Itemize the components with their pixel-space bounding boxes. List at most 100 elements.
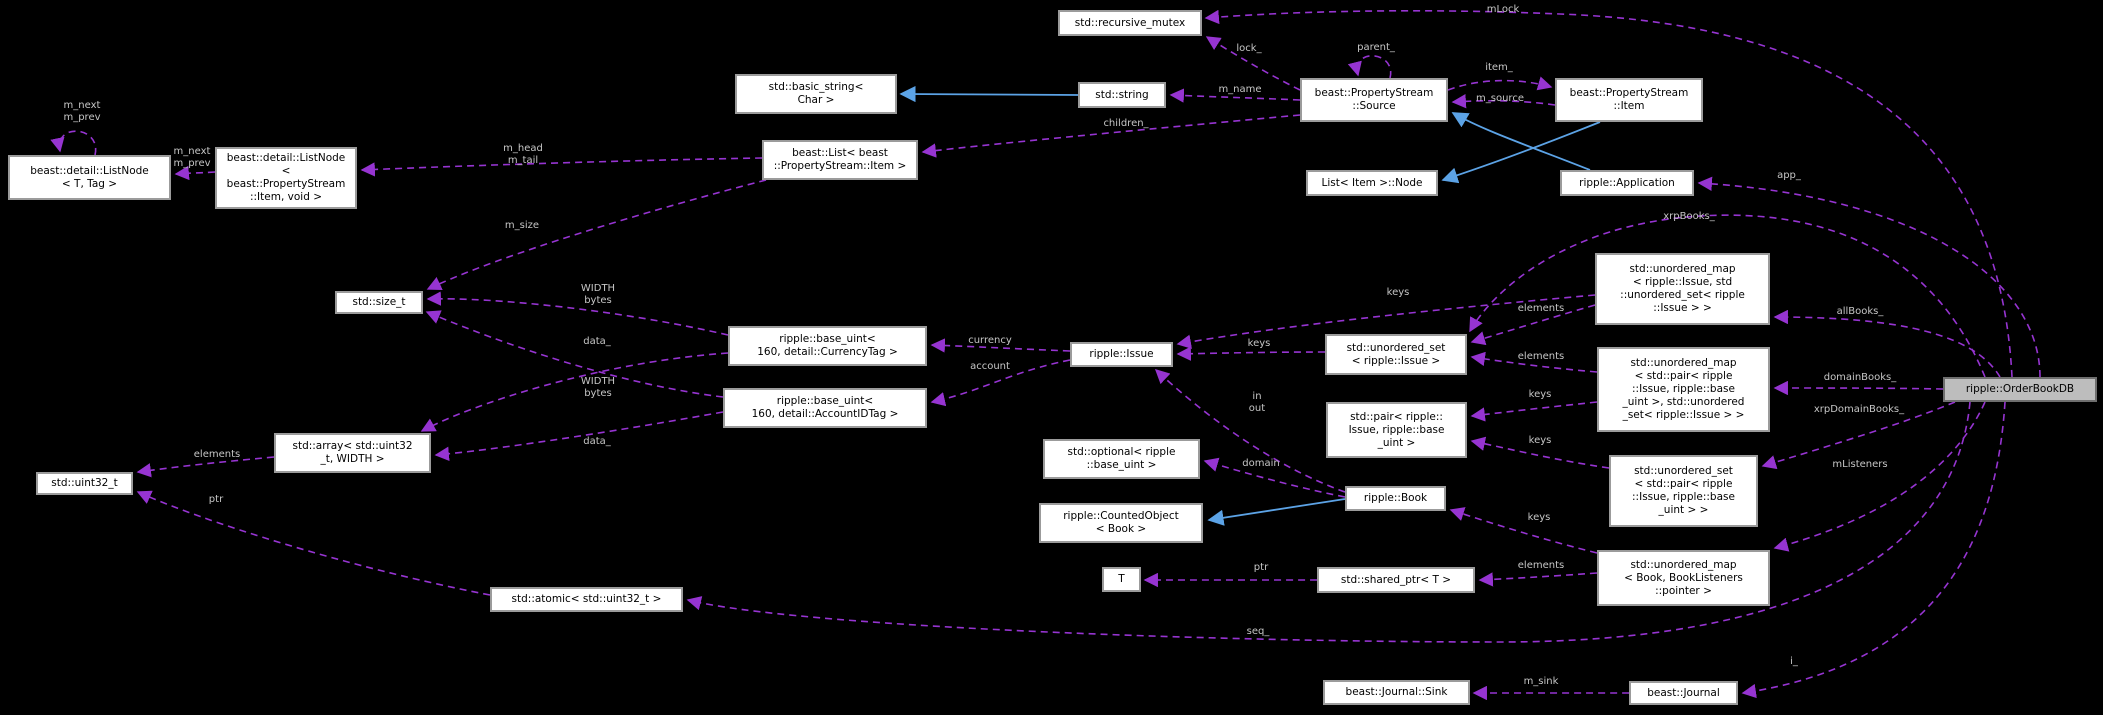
edge-keys-set-issue [1176,346,1326,361]
edge-domain [1203,457,1346,498]
edge-data-2 [434,411,724,462]
edge-m-source [1451,94,1556,109]
node-list-item-node[interactable]: List< Item >::Node [1306,170,1438,196]
edge-item [1447,76,1553,91]
node-array[interactable]: std::array< std::uint32 _t, WIDTH > [274,433,431,473]
node-unordered-map-book-listeners[interactable]: std::unordered_map < Book, BookListeners… [1597,550,1770,606]
edge-currency [930,338,1071,353]
edge-width-2 [425,310,724,398]
node-unordered-map-issue-set[interactable]: std::unordered_map < ripple::Issue, std … [1595,253,1770,325]
edge-inherit-application [1451,112,1591,171]
node-journal[interactable]: beast::Journal [1629,681,1738,705]
edge-label-item: item_ [1485,62,1513,73]
edge-parent-selfloop [1347,55,1392,79]
edge-i [1741,401,2006,699]
edge-allbooks [1773,309,2001,378]
edge-label-xrpbooks: xrpBooks_ [1663,211,1715,222]
node-unordered-set-issue[interactable]: std::unordered_set < ripple::Issue > [1325,334,1467,375]
edge-label-keys-set2: keys [1528,435,1552,446]
node-journal-sink[interactable]: beast::Journal::Sink [1323,680,1470,705]
edge-label-m-source: m_source [1476,93,1524,104]
node-std-string[interactable]: std::string [1078,82,1166,108]
edge-label-app: app_ [1777,170,1801,181]
edge-label-m-size: m_size [504,220,540,231]
edge-inherit-string [899,85,1079,103]
edge-elements-array [136,456,275,478]
node-uint32-t[interactable]: std::uint32_t [36,472,133,495]
edge-elements-map1 [1470,304,1596,346]
edge-width-1 [426,291,729,336]
node-unordered-set-pair[interactable]: std::unordered_set < std::pair< ripple :… [1609,455,1758,527]
node-base-uint-accountidtag[interactable]: ripple::base_uint< 160, detail::AccountI… [723,388,927,428]
edge-label-data-1: data_ [583,336,611,347]
node-atomic-uint32[interactable]: std::atomic< std::uint32_t > [490,587,683,612]
edge-label-elements-array: elements [193,449,241,460]
node-recursive-mutex[interactable]: std::recursive_mutex [1058,10,1202,36]
edge-account [930,359,1071,407]
edge-label-data-2: data_ [583,436,611,447]
edge-xrpdomainbooks [1761,401,1956,470]
edge-keys-map3 [1449,507,1598,554]
edge-label-keys-map-issue: keys [1386,287,1410,298]
edge-label-keys-map3: keys [1527,512,1551,523]
node-propertystream-source[interactable]: beast::PropertyStream ::Source [1300,78,1448,122]
edge-label-domainbooks: domainBooks_ [1823,372,1897,383]
edge-label-elements-map3: elements [1517,560,1565,571]
edge-head-tail [360,157,763,177]
edge-elements-map2 [1470,351,1598,373]
node-optional-baseuint[interactable]: std::optional< ripple ::base_uint > [1043,439,1200,479]
edge-listnode-selfloop [50,130,97,156]
edge-label-elements-map2: elements [1517,351,1565,362]
node-countedobject-book[interactable]: ripple::CountedObject < Book > [1039,503,1203,543]
edge-next-prev [174,165,216,181]
edge-label-ptr-shared: ptr [1253,562,1269,573]
edge-label-keys-map2: keys [1528,389,1552,400]
edge-label-parent: parent_ [1357,42,1395,53]
node-t-param[interactable]: T [1102,567,1141,592]
edge-keys-map-issue [1176,294,1596,349]
edge-label-head-tail: m_head m_tail [503,143,543,166]
node-unordered-map-pair-set[interactable]: std::unordered_map < std::pair< ripple :… [1597,347,1770,432]
edge-mlisteners [1773,401,1986,552]
edge-keys-set2 [1470,436,1610,469]
node-basic-string[interactable]: std::basic_string< Char > [735,74,897,114]
edge-label-in-out: in out [1248,391,1266,414]
edge-label-keys-set-issue: keys [1247,338,1271,349]
node-size-t[interactable]: std::size_t [335,291,423,314]
edge-label-next-prev: m_next m_prev [173,146,211,169]
edge-data-1 [420,352,729,432]
node-application[interactable]: ripple::Application [1560,170,1694,196]
edge-label-xrpdomainbooks: xrpDomainBooks_ [1813,404,1905,415]
edge-elements-map3 [1478,572,1598,587]
edge-label-elements-map1: elements [1517,303,1565,314]
node-beast-list[interactable]: beast::List< beast ::PropertyStream::Ite… [762,140,918,180]
edge-label-children: children_ [1103,118,1149,129]
edge-label-i: i_ [1790,656,1798,667]
node-orderbookdb[interactable]: ripple::OrderBookDB [1943,377,2097,402]
edge-label-mlisteners: mListeners [1832,459,1888,470]
node-listnode-item-void[interactable]: beast::detail::ListNode < beast::Propert… [215,147,357,209]
edge-in-out [1154,369,1346,493]
edge-label-account: account [970,361,1010,372]
edge-inherit-item-node [1441,121,1601,184]
edge-label-self-next-prev: m_next m_prev [63,100,101,123]
edge-m-name [1169,88,1301,103]
edge-label-width-bytes-2: WIDTH bytes [580,376,616,399]
node-listnode-t-tag[interactable]: beast::detail::ListNode < T, Tag > [8,155,171,200]
node-propertystream-item[interactable]: beast::PropertyStream ::Item [1555,78,1703,122]
edge-label-currency: currency [968,335,1012,346]
edge-children [921,114,1301,158]
edge-ptr-atomic [136,490,491,596]
edge-label-width-bytes-1: WIDTH bytes [580,283,616,306]
node-base-uint-currencytag[interactable]: ripple::base_uint< 160, detail::Currency… [728,326,927,366]
edge-label-seq: seq_ [1246,626,1270,637]
node-book[interactable]: ripple::Book [1345,486,1446,511]
edge-xrpbooks [1469,214,1986,378]
node-shared-ptr[interactable]: std::shared_ptr< T > [1317,567,1475,593]
node-pair-issue-baseuint[interactable]: std::pair< ripple:: Issue, ripple::base … [1326,402,1467,458]
edge-inherit-book [1207,498,1346,526]
node-issue[interactable]: ripple::Issue [1070,342,1173,367]
edge-lock [1205,36,1301,91]
